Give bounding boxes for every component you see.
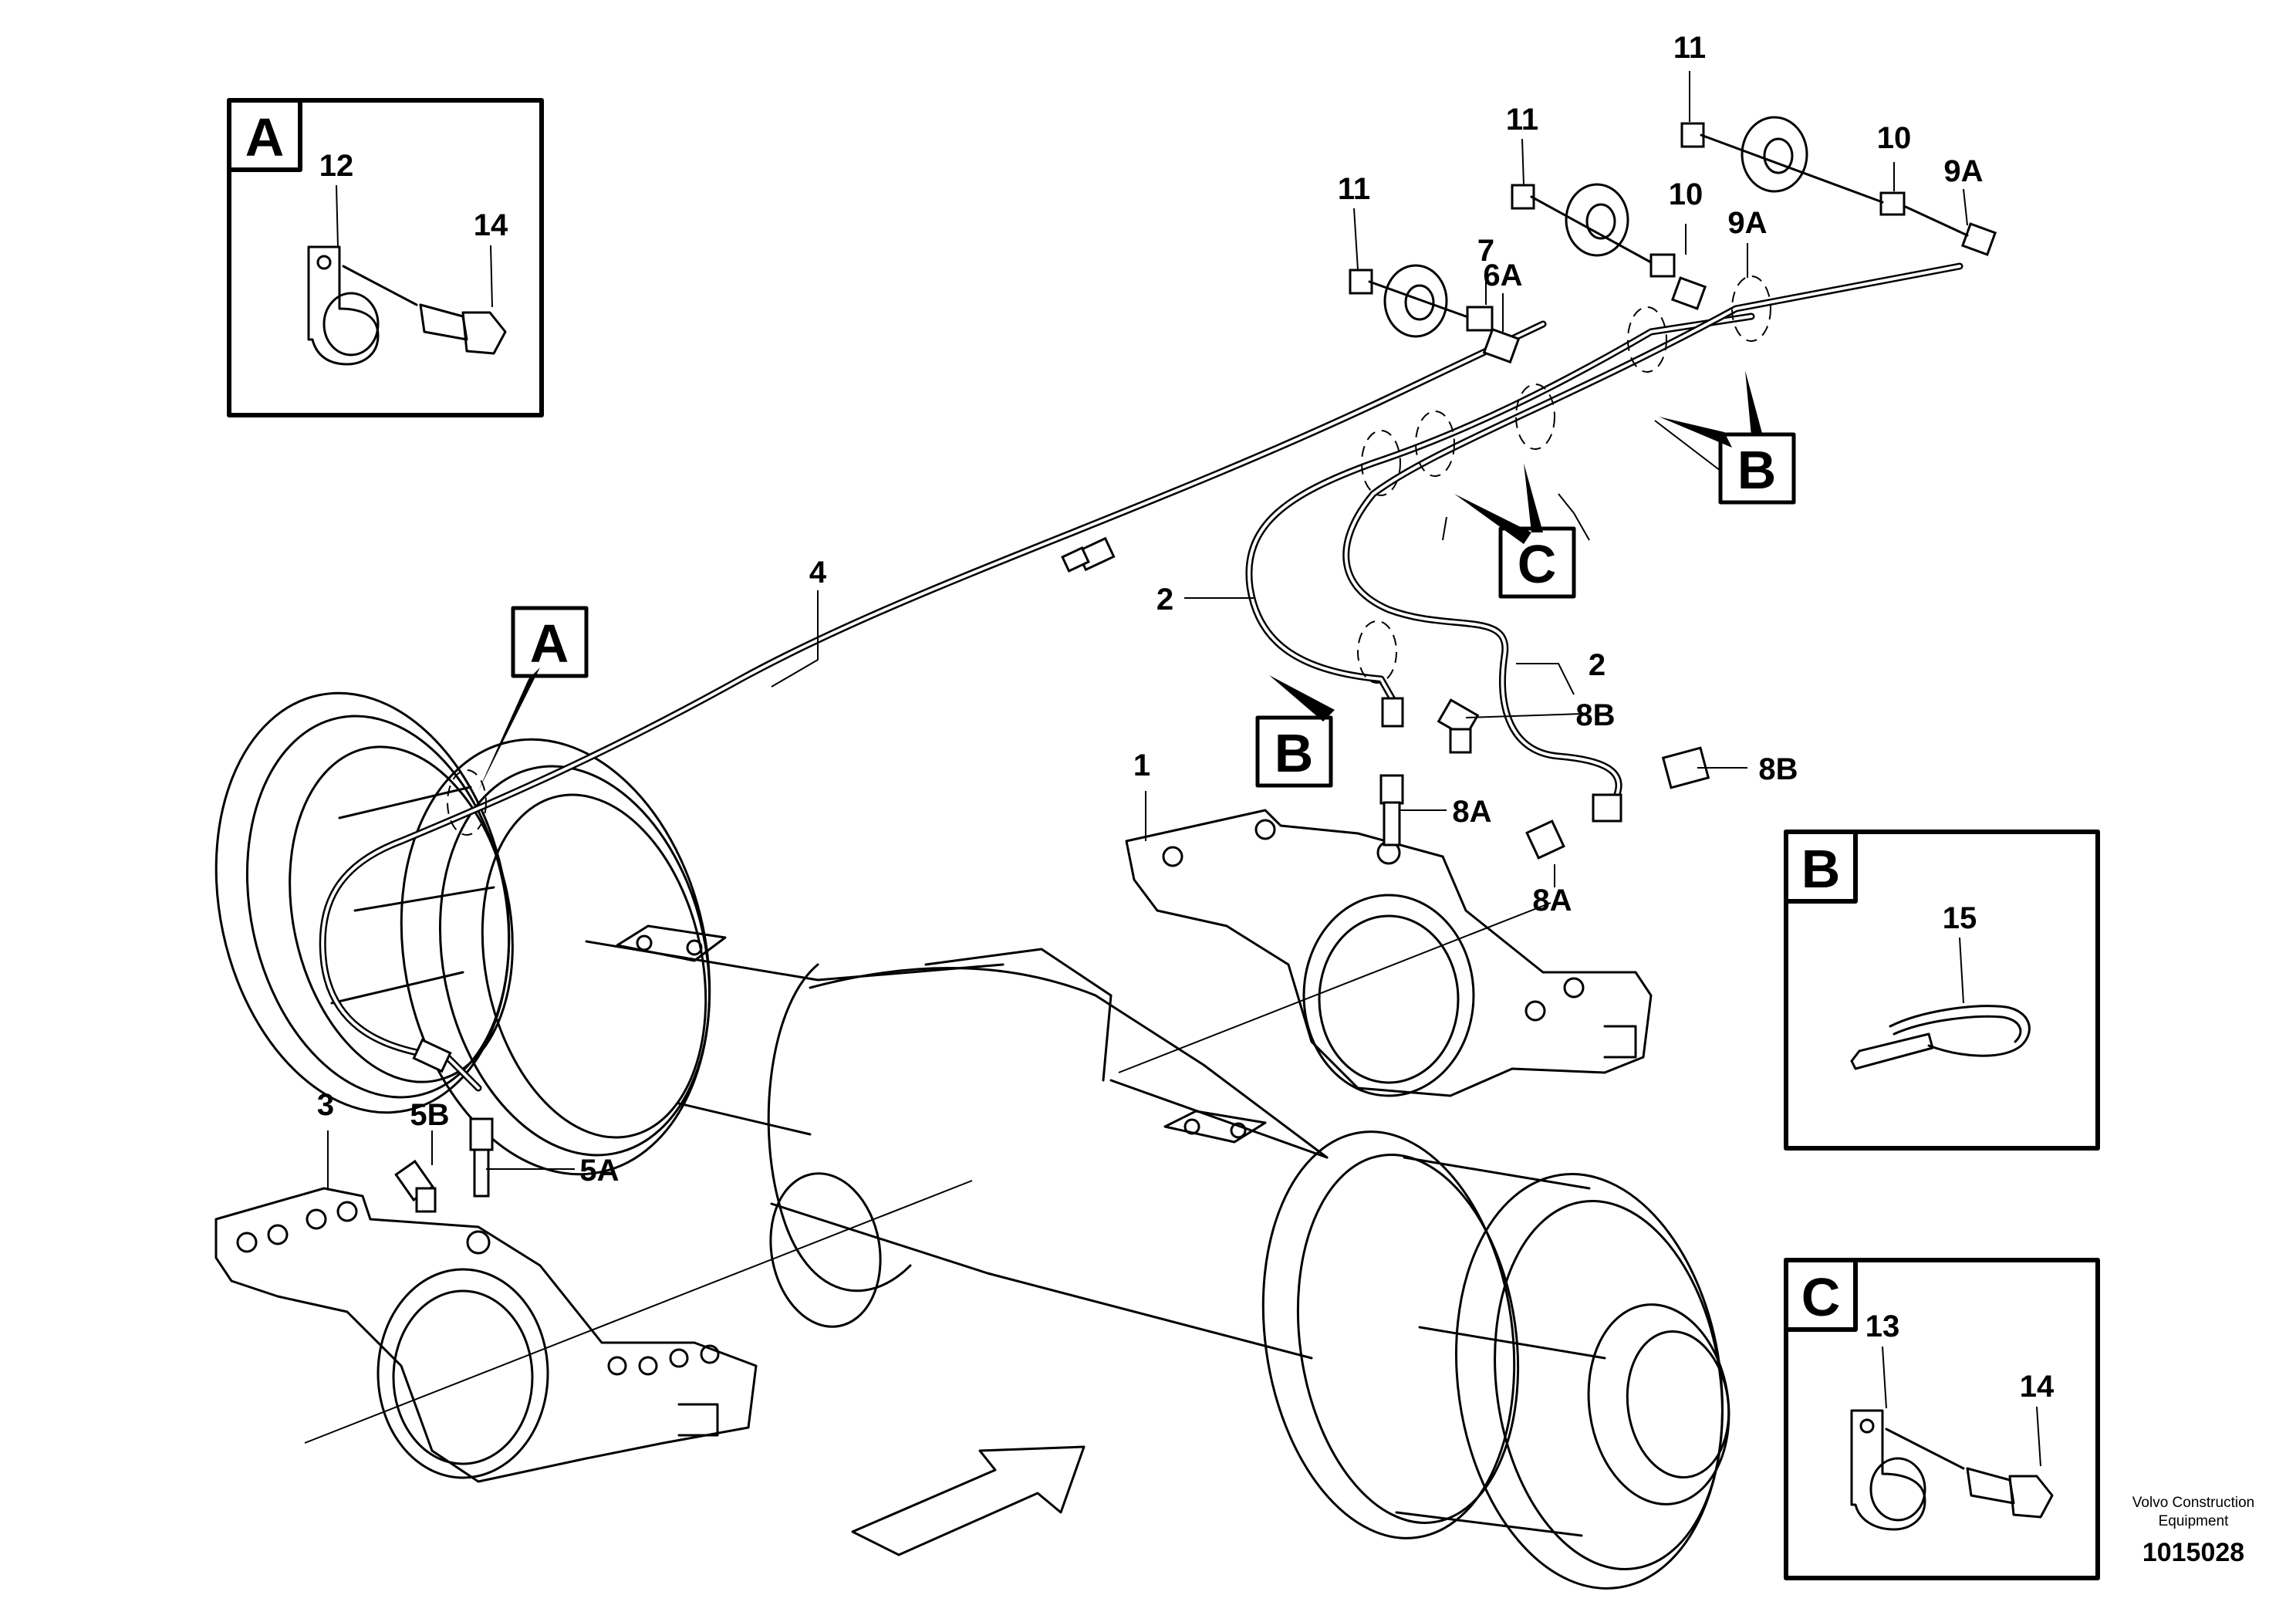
axle-housing — [585, 924, 1329, 1360]
inset-c-part-13: 13 — [1866, 1309, 1900, 1343]
callout-11-right: 11 — [1673, 31, 1706, 65]
callout-10-left: 10 — [1669, 177, 1703, 211]
callout-11-middle: 11 — [1506, 103, 1538, 137]
detail-ref-b-upper-letter: B — [1737, 440, 1777, 500]
inset-c-letter: C — [1801, 1267, 1841, 1327]
left-cradle-bracket — [214, 1187, 758, 1483]
fittings — [394, 116, 1997, 1213]
inset-b-letter: B — [1801, 839, 1841, 899]
drawing-number: 1015028 — [2142, 1538, 2244, 1567]
callout-5a: 5A — [579, 1154, 619, 1188]
leader-lines — [327, 71, 1968, 1188]
left-wheel-hub — [214, 691, 711, 1176]
inset-b-part-15: 15 — [1943, 901, 1977, 935]
callout-3: 3 — [317, 1088, 334, 1122]
callout-4: 4 — [809, 556, 827, 590]
travel-direction-arrow — [851, 1445, 1086, 1556]
callout-1: 1 — [1133, 748, 1150, 782]
detail-ref-b-lower-letter: B — [1275, 723, 1314, 783]
detail-ref-a-letter: A — [530, 613, 569, 674]
callout-labels: 1 2 2 3 4 5A 5B 6A 7 8A 8A 8B 8B 9A 9A 1… — [317, 31, 1984, 1188]
inset-a: A 12 14 — [227, 98, 544, 417]
company-name-line1: Volvo Construction — [2132, 1495, 2254, 1511]
callout-9a-left: 9A — [1727, 206, 1767, 240]
axle-assembly — [214, 691, 1730, 1590]
detail-pointers — [478, 370, 1763, 791]
inset-b: B 15 — [1784, 830, 2100, 1151]
clamp-locations — [447, 275, 1771, 836]
detail-ref-c-letter: C — [1518, 534, 1557, 594]
callout-8a-lower: 8A — [1532, 884, 1572, 917]
cable-tie-15 — [1850, 1005, 2031, 1070]
inset-a-part-14: 14 — [474, 208, 508, 242]
callout-7: 7 — [1477, 234, 1494, 268]
company-name-line2: Equipment — [2159, 1513, 2230, 1529]
bolt-14-a — [342, 265, 507, 355]
detail-ref-c: C — [1498, 526, 1576, 599]
inset-c-part-14: 14 — [2020, 1370, 2055, 1404]
clamp-12 — [307, 245, 380, 366]
inset-a-part-12: 12 — [319, 149, 354, 183]
callout-9a-right: 9A — [1943, 154, 1983, 188]
hose-4 — [319, 320, 1547, 1092]
callout-8a-upper: 8A — [1452, 795, 1491, 829]
footer: Volvo Construction Equipment 1015028 — [2132, 1495, 2254, 1567]
axle-centreline — [304, 902, 1551, 1444]
hose-2-first — [1245, 313, 1755, 728]
callout-6a: 6A — [1483, 259, 1522, 292]
detail-ref-b-upper: B — [1718, 432, 1796, 505]
callout-2-lower: 2 — [1589, 648, 1606, 682]
right-wheel-hub — [1261, 1130, 1730, 1590]
hose-2-second — [1342, 262, 1963, 814]
callout-8b-left: 8B — [1575, 698, 1615, 732]
inset-c: C 13 14 — [1784, 1258, 2100, 1580]
callout-11-left: 11 — [1338, 172, 1370, 206]
detail-ref-b-lower: B — [1255, 715, 1333, 788]
clamp-13 — [1850, 1409, 1926, 1531]
inset-a-letter: A — [245, 107, 285, 167]
callout-8b-right: 8B — [1758, 752, 1798, 786]
right-cradle-bracket — [1125, 809, 1653, 1097]
bolt-14-c — [1885, 1428, 2054, 1519]
detail-ref-a: A — [511, 606, 589, 678]
callout-5b: 5B — [410, 1098, 449, 1132]
callout-2-upper: 2 — [1156, 583, 1173, 617]
callout-10-right: 10 — [1877, 121, 1912, 155]
